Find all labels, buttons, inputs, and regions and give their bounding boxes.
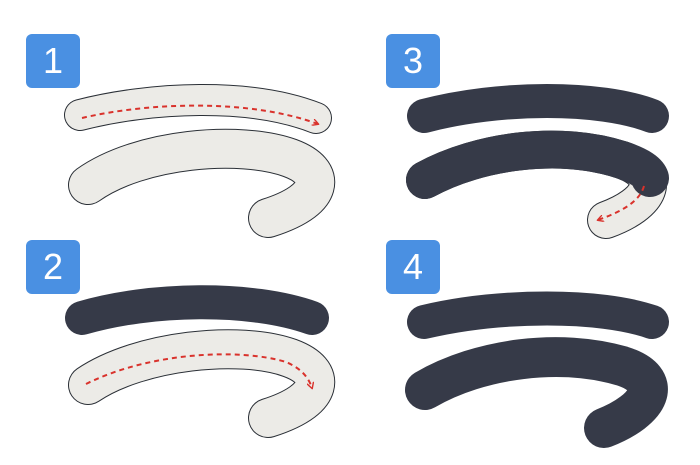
panel-3-direction-arrow bbox=[598, 185, 645, 220]
step-2-badge: 2 bbox=[26, 240, 80, 294]
panel-4 bbox=[405, 291, 669, 448]
panel-1 bbox=[64, 84, 336, 238]
step-1-badge: 1 bbox=[26, 34, 80, 88]
panel-3-lower-filled-stroke bbox=[406, 130, 669, 199]
step-1-number: 1 bbox=[42, 40, 64, 81]
panel-1-lower-stroke bbox=[68, 128, 336, 238]
panel-2-lower-stroke bbox=[68, 329, 336, 438]
step-2-number: 2 bbox=[42, 246, 64, 287]
panel-2-direction-arrow bbox=[85, 353, 312, 388]
panel-4-lower-stroke bbox=[405, 337, 668, 448]
panel-1-upper-stroke bbox=[64, 84, 332, 134]
step-3-number: 3 bbox=[402, 40, 424, 81]
step-4-badge: 4 bbox=[386, 240, 440, 294]
panel-2 bbox=[65, 285, 336, 438]
panel-4-upper-stroke bbox=[407, 291, 669, 339]
panel-3 bbox=[406, 84, 669, 239]
step-4-number: 4 bbox=[402, 246, 424, 287]
panel-3-upper-stroke bbox=[407, 84, 669, 133]
panel-1-direction-arrow bbox=[81, 104, 318, 124]
step-3-badge: 3 bbox=[386, 34, 440, 88]
panel-2-upper-stroke bbox=[65, 285, 329, 335]
